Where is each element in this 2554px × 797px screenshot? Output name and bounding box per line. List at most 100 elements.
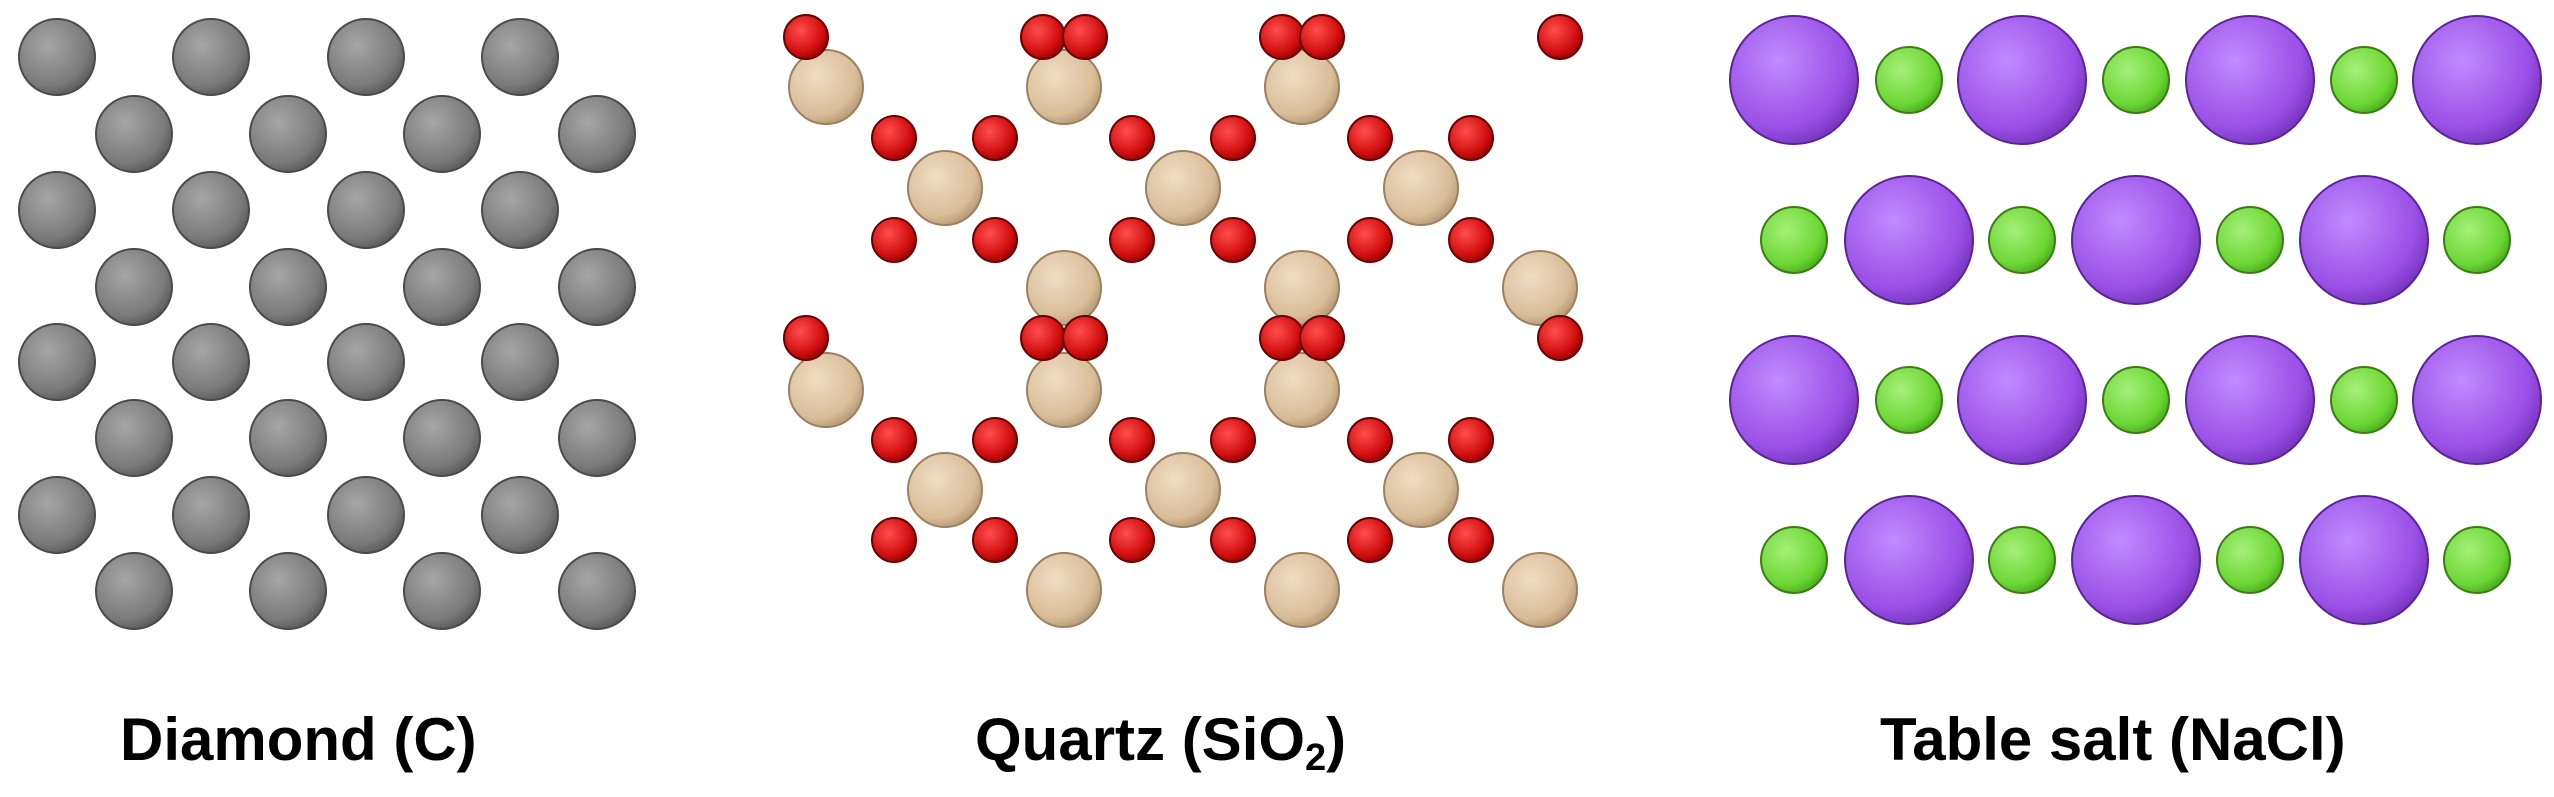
silicon-atom [907, 150, 983, 226]
chlorine-atom [1988, 526, 2056, 594]
sodium-atom [2185, 335, 2315, 465]
carbon-atom [18, 171, 96, 249]
oxygen-atom [1210, 217, 1256, 263]
oxygen-atom [1299, 14, 1345, 60]
carbon-atom [403, 248, 481, 326]
carbon-atom [249, 248, 327, 326]
carbon-atom [172, 171, 250, 249]
sodium-atom [1729, 335, 1859, 465]
carbon-atom [403, 552, 481, 630]
sodium-atom [2299, 495, 2429, 625]
oxygen-atom [1210, 115, 1256, 161]
silicon-atom [1264, 552, 1340, 628]
carbon-atom [558, 95, 636, 173]
silicon-atom [1145, 452, 1221, 528]
carbon-atom [172, 323, 250, 401]
silicon-atom [1264, 49, 1340, 125]
carbon-atom [403, 95, 481, 173]
sodium-atom [1957, 15, 2087, 145]
oxygen-atom [1062, 14, 1108, 60]
carbon-atom [18, 476, 96, 554]
chlorine-atom [2330, 46, 2398, 114]
carbon-atom [481, 171, 559, 249]
carbon-atom [95, 399, 173, 477]
silicon-atom [1026, 352, 1102, 428]
silicon-atom [1026, 49, 1102, 125]
carbon-atom [481, 476, 559, 554]
chlorine-atom [2216, 526, 2284, 594]
oxygen-atom [1020, 315, 1066, 361]
quartz-caption-subscript: 2 [1305, 737, 1327, 779]
carbon-atom [481, 18, 559, 96]
sodium-atom [1729, 15, 1859, 145]
carbon-atom [95, 95, 173, 173]
diamond-lattice [18, 18, 636, 630]
chlorine-atom [1875, 366, 1943, 434]
chlorine-atom [2443, 206, 2511, 274]
oxygen-atom [1537, 14, 1583, 60]
oxygen-atom [783, 315, 829, 361]
carbon-atom [18, 323, 96, 401]
oxygen-atom [1448, 217, 1494, 263]
sodium-atom [2071, 495, 2201, 625]
silicon-atom [1502, 250, 1578, 326]
oxygen-atom [972, 217, 1018, 263]
oxygen-atom [1109, 115, 1155, 161]
carbon-atom [327, 171, 405, 249]
quartz-caption-main: Quartz (SiO [975, 706, 1306, 773]
oxygen-atom [972, 417, 1018, 463]
carbon-atom [95, 248, 173, 326]
silicon-atom [1026, 552, 1102, 628]
oxygen-atom [1347, 517, 1393, 563]
oxygen-atom [1062, 315, 1108, 361]
chlorine-atom [2443, 526, 2511, 594]
chlorine-atom [1760, 206, 1828, 274]
silicon-atom [1502, 552, 1578, 628]
silicon-atom [788, 352, 864, 428]
quartz-lattice [783, 14, 1583, 628]
chlorine-atom [2216, 206, 2284, 274]
sodium-atom [1844, 495, 1974, 625]
carbon-atom [558, 248, 636, 326]
silicon-atom [1383, 452, 1459, 528]
oxygen-atom [972, 517, 1018, 563]
oxygen-atom [1448, 115, 1494, 161]
quartz-caption: Quartz (SiO2) [975, 700, 1346, 780]
carbon-atom [327, 476, 405, 554]
carbon-atom [403, 399, 481, 477]
oxygen-atom [1299, 315, 1345, 361]
silicon-atom [1264, 352, 1340, 428]
oxygen-atom [1347, 217, 1393, 263]
carbon-atom [249, 399, 327, 477]
oxygen-atom [783, 14, 829, 60]
oxygen-atom [1109, 217, 1155, 263]
sodium-atom [2299, 175, 2429, 305]
chlorine-atom [1875, 46, 1943, 114]
carbon-atom [172, 18, 250, 96]
oxygen-atom [1210, 417, 1256, 463]
carbon-atom [327, 18, 405, 96]
chlorine-atom [2330, 366, 2398, 434]
sodium-atom [1844, 175, 1974, 305]
carbon-atom [18, 18, 96, 96]
carbon-atom [95, 552, 173, 630]
carbon-atom [249, 95, 327, 173]
carbon-atom [249, 552, 327, 630]
oxygen-atom [1347, 417, 1393, 463]
oxygen-atom [871, 517, 917, 563]
chlorine-atom [1988, 206, 2056, 274]
silicon-atom [788, 49, 864, 125]
chlorine-atom [2102, 366, 2170, 434]
oxygen-atom [1109, 417, 1155, 463]
chlorine-atom [2102, 46, 2170, 114]
chlorine-atom [1760, 526, 1828, 594]
carbon-atom [327, 323, 405, 401]
oxygen-atom [1259, 14, 1305, 60]
carbon-atom [558, 399, 636, 477]
oxygen-atom [1448, 517, 1494, 563]
sodium-atom [2412, 335, 2542, 465]
oxygen-atom [1109, 517, 1155, 563]
sodium-atom [2412, 15, 2542, 145]
oxygen-atom [1259, 315, 1305, 361]
